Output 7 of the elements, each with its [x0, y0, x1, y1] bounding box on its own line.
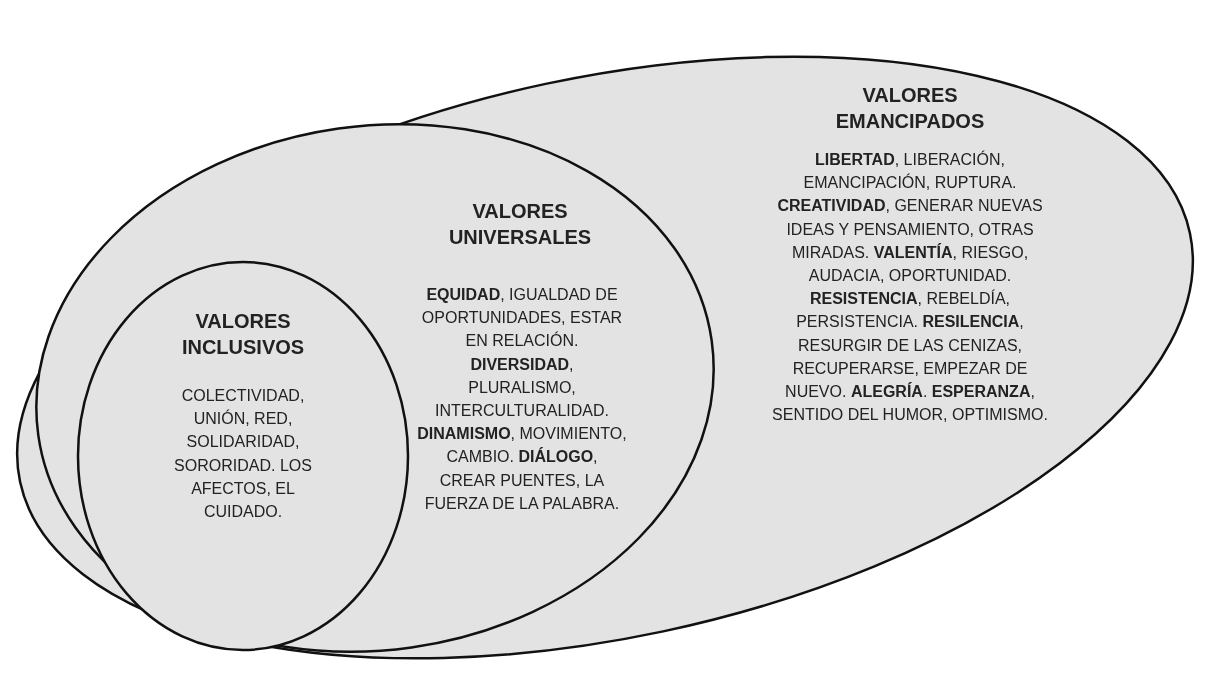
value-list-text: EQUIDAD, IGUALDAD DE OPORTUNIDADES, ESTAR EN RELACIÓN. DIVERSIDAD, PLURALISMO, INTERCULTURALIDAD. DINAMISMO, MOVIMIENTO, CAMBIO. DIÁLOGO, CREAR PUENTES, LA FUERZA DE LA PALABRA. — [417, 285, 627, 514]
value-ellipse — [76, 260, 410, 652]
value-list-text: COLECTIVIDAD, UNIÓN, RED, SOLIDARIDAD, SORORIDAD. LOS AFECTOS, EL CUIDADO. — [173, 386, 313, 522]
ellipse-title: VALORES EMANCIPADOS — [834, 83, 986, 134]
ellipse-title: VALORES INCLUSIVOS — [180, 309, 306, 360]
value-list-text: LIBERTAD, LIBERACIÓN, EMANCIPACIÓN, RUPTURA. CREATIVIDAD, GENERAR NUEVAS IDEAS Y PENSAMIENTO, OTRAS MIRADAS. VALENTÍA, RIESGO, AUDACIA, OPORTUNIDAD. RESISTENCIA, REBELDÍA, PERSISTENCIA. RESILENCIA, RESURGIR DE LAS CENIZAS, RECUPERARSE, EMPEZAR DE NUEVO. ALEGRÍA. ESPERANZA, SENTIDO DEL HUMOR, OPTIMISMO. — [771, 149, 1049, 426]
ellipse-title: VALORES UNIVERSALES — [447, 199, 593, 250]
